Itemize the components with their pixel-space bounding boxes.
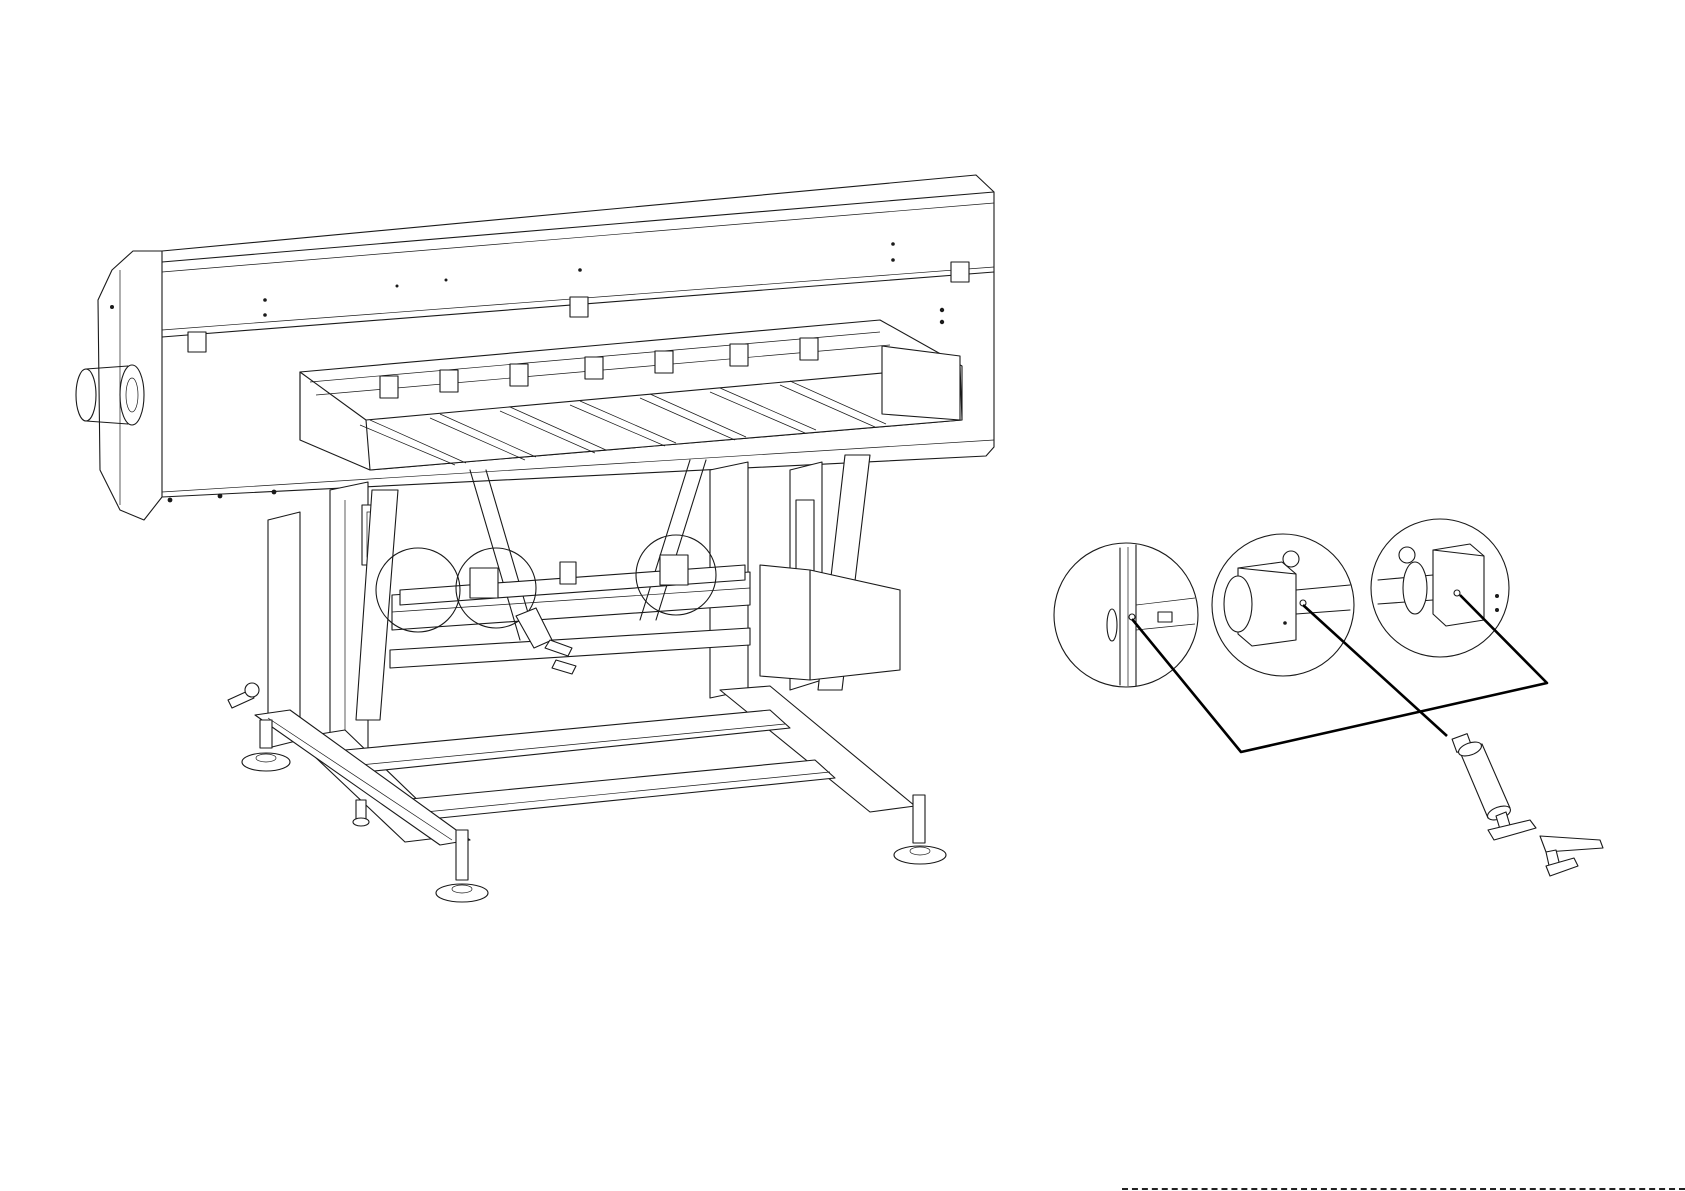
detail-circle-3: [1371, 519, 1509, 657]
bar-feeder-assembly: [76, 175, 994, 902]
page-footer-rule: [1122, 1188, 1685, 1190]
detail-circle-2: [1212, 534, 1354, 676]
support-frame: [228, 455, 946, 902]
lock-handle-icon: [228, 683, 259, 708]
detail-circle-1: [1054, 543, 1198, 687]
lubrication-points-detail: [1054, 519, 1603, 876]
grease-gun-icon: [1452, 734, 1603, 876]
